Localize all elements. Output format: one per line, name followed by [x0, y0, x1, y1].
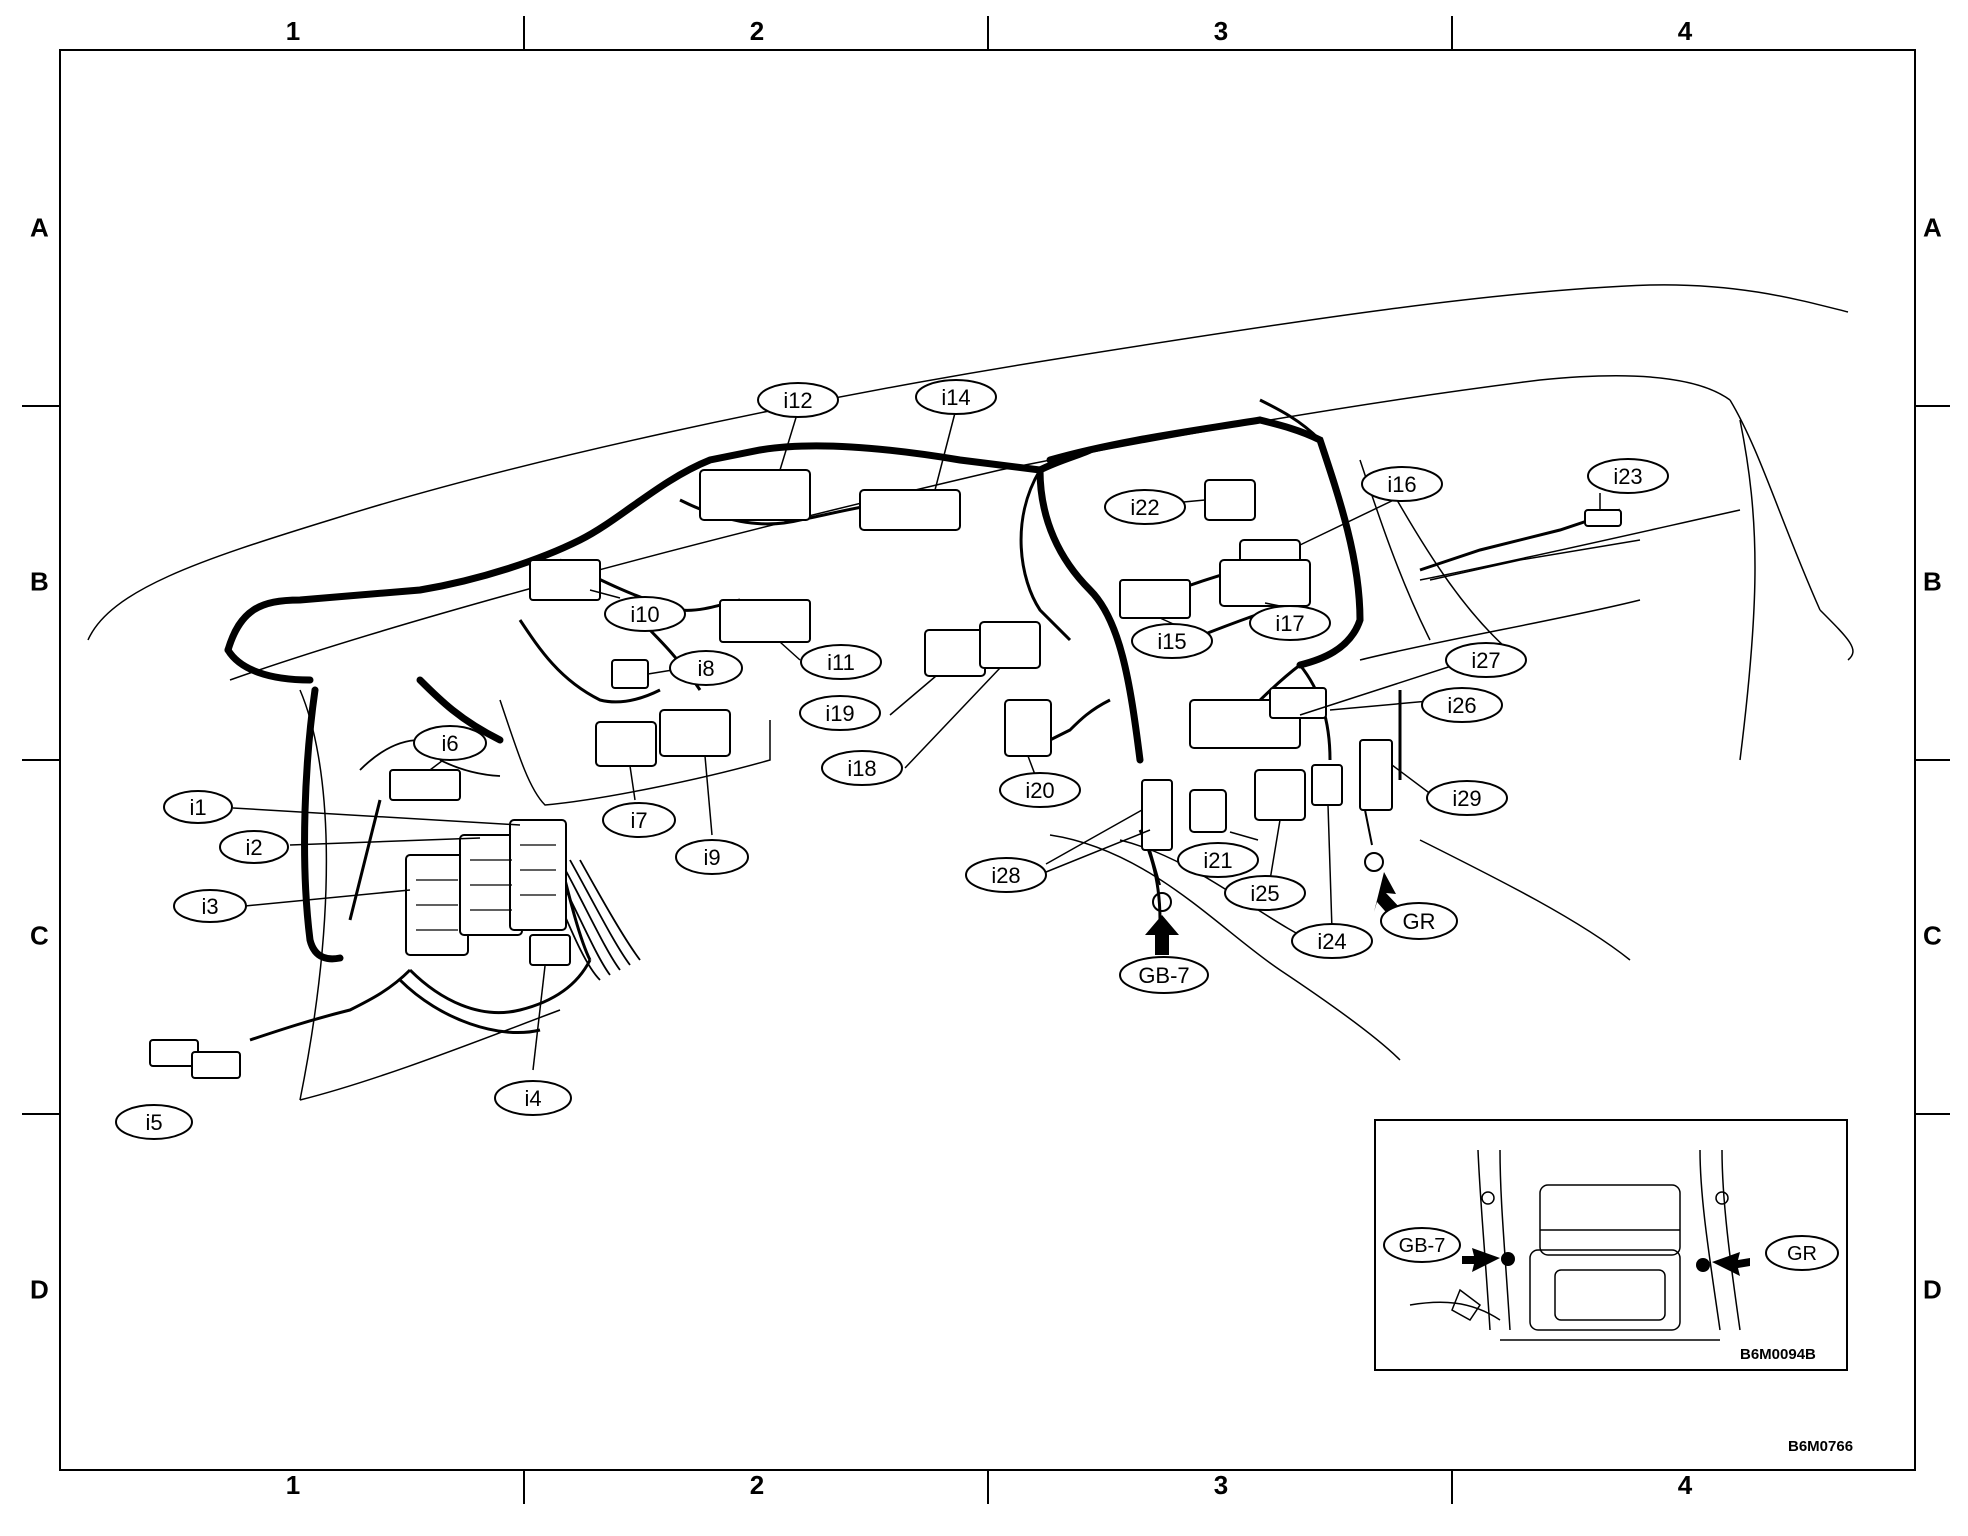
- ground-terminals: [1149, 809, 1384, 912]
- label-i10: i10: [630, 602, 659, 627]
- grid-col-2-top: 2: [749, 16, 765, 46]
- inset-detail: GB-7 GR: [1374, 1119, 1848, 1371]
- label-i28: i28: [991, 863, 1020, 888]
- grid-col-1-top: 1: [285, 16, 301, 46]
- inset-gr-arrow-icon: [1712, 1252, 1750, 1276]
- grid-row-d-left: D: [30, 1274, 49, 1305]
- grid-row-b-right: B: [1923, 566, 1942, 597]
- inset-label-gr: GR: [1787, 1243, 1817, 1265]
- label-i23: i23: [1613, 464, 1642, 489]
- label-gr: GR: [1403, 909, 1436, 934]
- label-i14: i14: [941, 385, 970, 410]
- label-i16: i16: [1387, 472, 1416, 497]
- label-i9: i9: [703, 845, 720, 870]
- grid-ticks: [22, 16, 1950, 1504]
- grid-col-3-bottom: 3: [1213, 1470, 1229, 1500]
- label-i18: i18: [847, 756, 876, 781]
- label-i19: i19: [825, 701, 854, 726]
- grid-row-d-right: D: [1923, 1274, 1942, 1305]
- label-i4: i4: [524, 1086, 541, 1111]
- label-i21: i21: [1203, 848, 1232, 873]
- figure-code: B6M0766: [1788, 1438, 1854, 1455]
- grid-row-a-left: A: [30, 212, 49, 243]
- inset-gb7-arrow-icon: [1462, 1248, 1500, 1272]
- label-ovals: [115, 379, 1669, 1140]
- label-i7: i7: [630, 808, 647, 833]
- label-i20: i20: [1025, 778, 1054, 803]
- label-i3: i3: [201, 894, 218, 919]
- label-i11: i11: [827, 650, 855, 675]
- label-i12: i12: [783, 388, 812, 413]
- grid-row-b-left: B: [30, 566, 49, 597]
- grid-col-3-top: 3: [1213, 16, 1229, 46]
- label-texts: i1 i2 i3 i4 i5 i6 i7 i9 i8 i10 i11 i12 i…: [145, 385, 1642, 1135]
- label-i24: i24: [1317, 929, 1346, 954]
- label-i29: i29: [1452, 786, 1481, 811]
- label-i8: i8: [697, 656, 714, 681]
- grid-col-1-bottom: 1: [285, 1470, 301, 1500]
- grid-col-4-bottom: 4: [1677, 1470, 1693, 1500]
- main-harness: [224, 416, 1364, 963]
- label-i6: i6: [441, 731, 458, 756]
- gb7-arrow-icon: [1145, 915, 1179, 955]
- label-i27: i27: [1471, 648, 1500, 673]
- label-i1: i1: [189, 795, 206, 820]
- label-i5: i5: [145, 1110, 162, 1135]
- grid-row-c-left: C: [30, 920, 49, 951]
- grid-row-c-right: C: [1923, 920, 1942, 951]
- label-i22: i22: [1130, 495, 1159, 520]
- label-i26: i26: [1447, 693, 1476, 718]
- connector-bodies: [149, 469, 1622, 1079]
- grid-row-a-right: A: [1923, 212, 1942, 243]
- grid-col-4-top: 4: [1677, 16, 1693, 46]
- label-i2: i2: [245, 835, 262, 860]
- label-gb7: GB-7: [1138, 963, 1189, 988]
- label-i15: i15: [1157, 629, 1186, 654]
- label-i25: i25: [1250, 881, 1279, 906]
- label-i17: i17: [1275, 611, 1304, 636]
- grid-col-2-bottom: 2: [749, 1470, 765, 1500]
- inset-code: B6M0094B: [1740, 1346, 1816, 1363]
- inset-label-gb7: GB-7: [1399, 1235, 1446, 1257]
